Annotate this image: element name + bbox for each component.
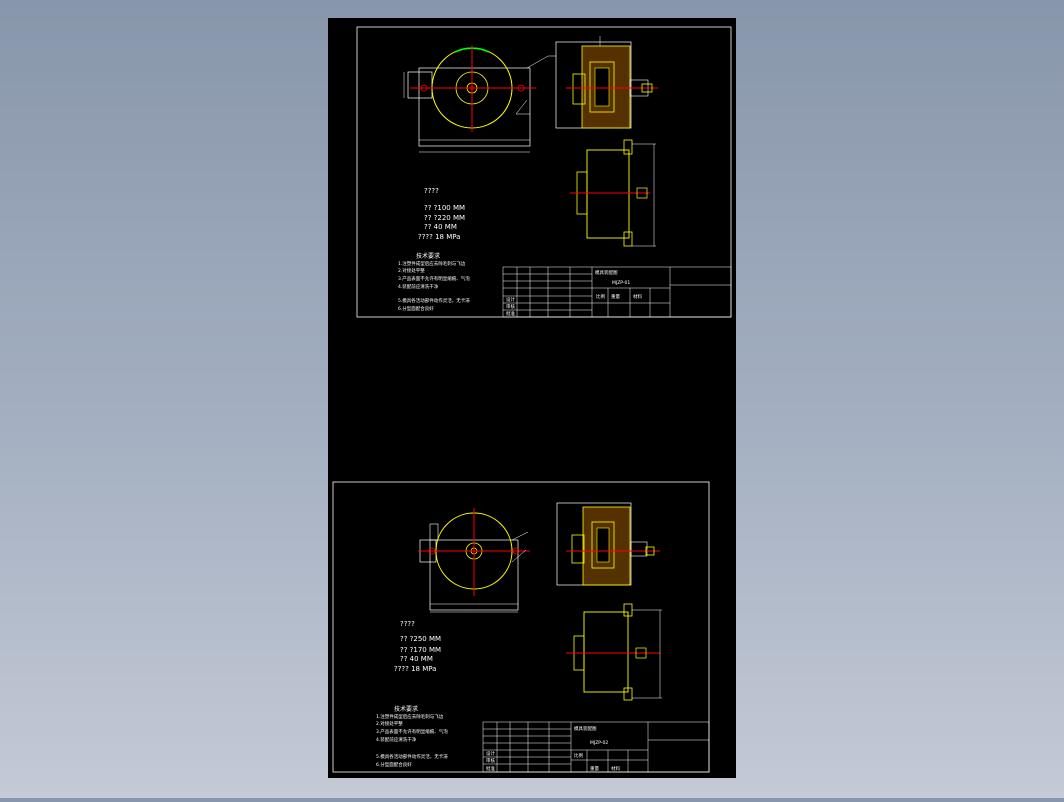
sheet-1-specs: ???? ?? ?100 MM ?? ?220 MM ?? 40 MM ????… — [418, 187, 465, 241]
sheet-1-drawing-no: MJZP-01 — [612, 280, 630, 286]
sheet-1-note: 1.注塑件成型后应去除毛刺与飞边 — [398, 260, 466, 267]
sheet-2-note: 6.分型面配合良好 — [376, 761, 412, 768]
sheet-1-notes: 技术要求 1.注塑件成型后应去除毛刺与飞边 2.对接处平整 3.产品表面不允许有… — [398, 252, 470, 312]
sheet-1-checker-label: 审核 — [506, 303, 515, 310]
sheet-1-side-view — [570, 139, 656, 247]
sheet-1-spec-line: ?? 40 MM — [424, 223, 457, 231]
sheet-2: ???? ?? ?250 MM ?? ?170 MM ?? 40 MM ????… — [332, 481, 710, 773]
sheet-1-drawing-name: 模具装配图 — [595, 269, 618, 276]
sheet-2-note: 5.模具各活动部件动作灵活，无卡滞 — [376, 753, 448, 760]
sheet-1-designer-label: 设计 — [506, 296, 515, 303]
sheet-2-side-view — [566, 603, 662, 701]
sheet-1-note: 5.模具各活动部件动作灵活，无卡滞 — [398, 297, 470, 304]
sheet-2-checker-label: 审核 — [486, 757, 495, 764]
sheet-1-note: 4.装配前应清洗干净 — [398, 283, 439, 290]
sheet-1-weight-label: 重量 — [611, 293, 620, 300]
sheet-2-spec-line: ?? 40 MM — [400, 655, 433, 663]
sheet-2-spec-line: ?? ?170 MM — [400, 646, 441, 654]
sheet-1-approver-label: 批准 — [506, 310, 515, 317]
sheet-2-note: 3.产品表面不允许有明显缩痕、气泡 — [376, 728, 448, 735]
sheet-1-section-view — [555, 36, 658, 129]
sheet-1-note: 6.分型面配合良好 — [398, 305, 434, 312]
sheet-2-designer-label: 设计 — [486, 750, 495, 757]
sheet-2-spec-line: ???? 18 MPa — [394, 665, 436, 673]
sheet-2-scale-label: 比例 — [574, 752, 583, 759]
sheet-1-note: 2.对接处平整 — [398, 267, 425, 274]
sheet-2-drawing-no: MJZP-02 — [590, 740, 608, 746]
model-space — [328, 18, 736, 778]
sheet-1-note: 3.产品表面不允许有明显缩痕、气泡 — [398, 275, 470, 282]
sheet-2-weight-label: 重量 — [590, 765, 599, 772]
sheet-1-spec-line: ?? ?220 MM — [424, 214, 465, 222]
sheet-2-approver-label: 批准 — [486, 765, 495, 772]
sheet-2-specs: ???? ?? ?250 MM ?? ?170 MM ?? 40 MM ????… — [394, 620, 441, 673]
sheet-2-note: 4.装配前应清洗干净 — [376, 736, 417, 743]
sheet-2-section-view — [556, 502, 660, 586]
sheet-2-drawing-name: 模具装配图 — [574, 725, 597, 732]
sheet-1-scale-label: 比例 — [596, 293, 605, 300]
sheet-1-top-view — [403, 45, 556, 153]
sheet-2-material-label: 材料 — [611, 765, 620, 772]
sheet-2-spec-heading: ???? — [400, 620, 415, 628]
sheet-2-notes-heading: 技术要求 — [394, 705, 418, 713]
sheet-2-note: 2.对接处平整 — [376, 720, 403, 727]
sheet-1-spec-line: ???? 18 MPa — [418, 233, 460, 241]
sheet-2-notes: 技术要求 1.注塑件成型后应去除毛刺与飞边 2.对接处平整 3.产品表面不允许有… — [376, 705, 448, 768]
sheet-1: ???? ?? ?100 MM ?? ?220 MM ?? 40 MM ????… — [356, 26, 732, 318]
sheet-2-top-view — [418, 508, 530, 613]
sheet-1-title-block — [502, 266, 732, 318]
sheet-1-spec-heading: ???? — [424, 187, 439, 195]
sheet-1-spec-line: ?? ?100 MM — [424, 204, 465, 212]
sheet-1-notes-heading: 技术要求 — [416, 252, 440, 260]
sheet-2-spec-line: ?? ?250 MM — [400, 635, 441, 643]
sheet-2-title-block — [482, 721, 710, 773]
sheet-2-note: 1.注塑件成型后应去除毛刺与飞边 — [376, 713, 444, 720]
sheet-1-material-label: 材料 — [633, 293, 642, 300]
